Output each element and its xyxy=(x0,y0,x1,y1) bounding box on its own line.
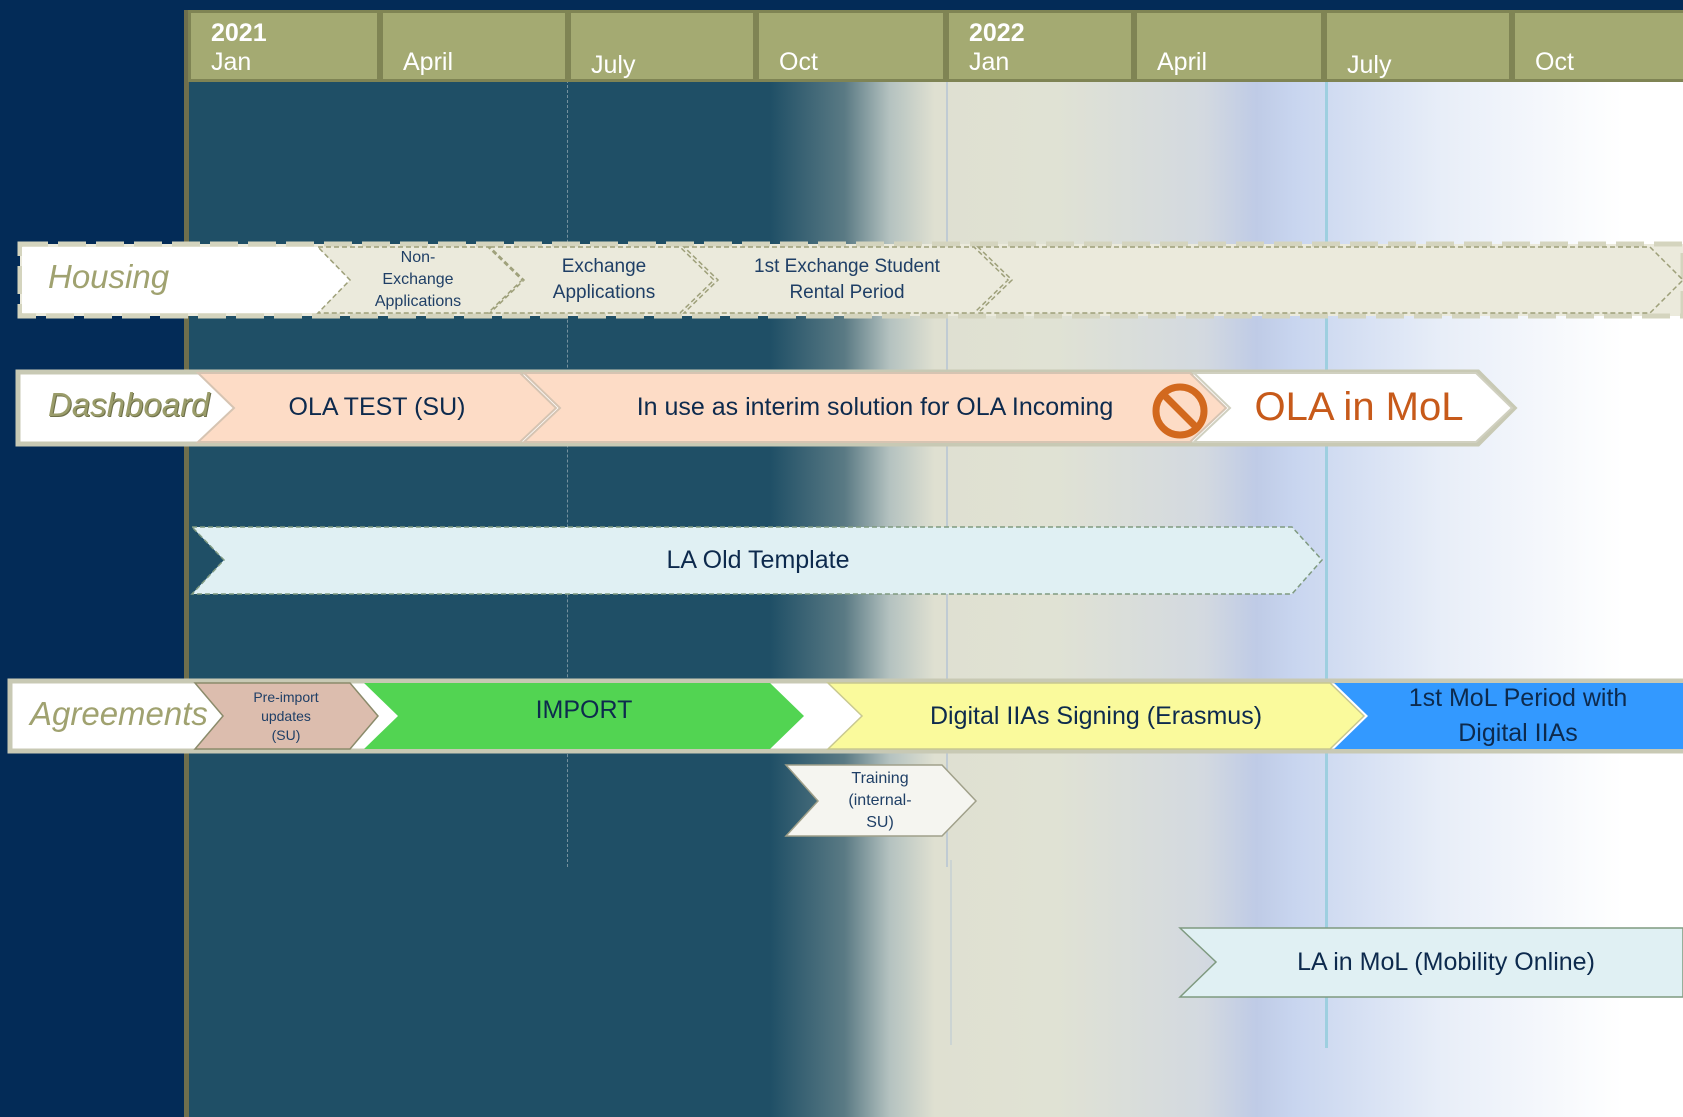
preimport-line3: (SU) xyxy=(271,726,301,743)
housing-non-exchange-line2: Exchange xyxy=(382,271,454,288)
agreements-preimport-text: Pre-import updates (SU) xyxy=(220,683,352,749)
housing-exchange-line1: Exchange xyxy=(561,256,647,277)
header-col-jan-2021: 2021 Jan xyxy=(188,10,380,82)
housing-rental-line2: Rental Period xyxy=(789,282,905,303)
gridline-jan-2022 xyxy=(946,80,948,867)
dashboard-label: Dashboard xyxy=(48,386,210,423)
dashboard-ola-mol-text: OLA in MoL xyxy=(1254,385,1464,429)
agreements-first-mol-text: 1st MoL Period with Digital IIAs xyxy=(1368,680,1668,752)
gridline-july-2021 xyxy=(567,80,568,867)
header-month: July xyxy=(1347,51,1392,79)
preimport-line2: updates xyxy=(261,707,311,724)
no-entry-icon xyxy=(1152,382,1212,442)
header-col-jan-2022: 2022 Jan xyxy=(946,10,1134,82)
header-month: Oct xyxy=(1535,48,1574,76)
training-line3: SU) xyxy=(866,813,894,831)
housing-label: Housing xyxy=(48,258,170,295)
dashboard-interim-chevron xyxy=(521,372,1228,443)
header-col-july-2022: July xyxy=(1324,10,1512,82)
training-text: Training (internal- SU) xyxy=(814,765,946,836)
header-col-april-2021: April xyxy=(380,10,568,82)
housing-exchange-line2: Applications xyxy=(552,282,656,303)
housing-label-chevron xyxy=(22,247,350,313)
dashboard-ola-test-text: OLA TEST (SU) xyxy=(288,393,466,421)
header-col-oct-2022: Oct xyxy=(1512,10,1683,82)
housing-exchange-text: Exchange Applications xyxy=(522,250,686,310)
agreements-import-chevron xyxy=(364,683,804,749)
agreements-preimport-chevron xyxy=(193,682,379,750)
header-month: July xyxy=(591,51,636,79)
header-col-oct-2021: Oct xyxy=(756,10,946,82)
dashboard-interim-text: In use as interim solution for OLA Incom… xyxy=(636,393,1114,421)
housing-non-exchange-line3: Applications xyxy=(374,293,462,310)
header-month: Jan xyxy=(969,48,1010,76)
la-in-mol-chevron xyxy=(1178,927,1683,998)
agreements-digital-signing-chevron xyxy=(826,682,1366,750)
housing-rental-line1: 1st Exchange Student xyxy=(754,256,940,277)
housing-tail-chevron xyxy=(976,246,1683,314)
agreements-import-text: IMPORT xyxy=(535,695,633,724)
header-col-july-2021: July xyxy=(568,10,756,82)
header-year: 2021 xyxy=(211,19,267,47)
timeline-left-rule xyxy=(184,10,189,1117)
la-old-template-chevron xyxy=(190,526,1324,595)
agreements-first-mol-chevron xyxy=(1334,683,1683,749)
la-old-template-text: LA Old Template xyxy=(666,546,850,574)
training-line2: (internal- xyxy=(848,791,912,809)
dashboard-ola-test-chevron xyxy=(195,372,558,443)
first-mol-line2: Digital IIAs xyxy=(1458,719,1578,747)
housing-non-exchange-chevron xyxy=(316,246,524,314)
header-month: Oct xyxy=(779,48,818,76)
agreements-label: Agreements xyxy=(30,695,208,732)
housing-rental-text: 1st Exchange Student Rental Period xyxy=(716,250,978,310)
training-line1: Training xyxy=(851,769,909,787)
dashboard-ola-mol-chevron xyxy=(1191,372,1514,443)
housing-non-exchange-text: Non- Exchange Applications xyxy=(348,247,488,313)
header-col-april-2022: April xyxy=(1134,10,1324,82)
header-month: April xyxy=(403,48,454,76)
header-year: 2022 xyxy=(969,19,1025,47)
housing-exchange-chevron xyxy=(488,246,716,314)
housing-non-exchange-line1: Non- xyxy=(400,249,436,266)
gridline-july-2022 xyxy=(1325,80,1328,1048)
la-in-mol-text: LA in MoL (Mobility Online) xyxy=(1297,948,1595,976)
housing-rental-chevron xyxy=(682,246,1010,314)
training-chevron xyxy=(784,764,978,837)
header-month: April xyxy=(1157,48,1208,76)
header-month: Jan xyxy=(211,48,252,76)
gridline-jan-2022-lower xyxy=(950,860,952,1045)
agreements-digital-signing-text: Digital IIAs Signing (Erasmus) xyxy=(929,701,1263,730)
preimport-line1: Pre-import xyxy=(253,688,319,705)
first-mol-line1: 1st MoL Period with xyxy=(1408,684,1628,712)
